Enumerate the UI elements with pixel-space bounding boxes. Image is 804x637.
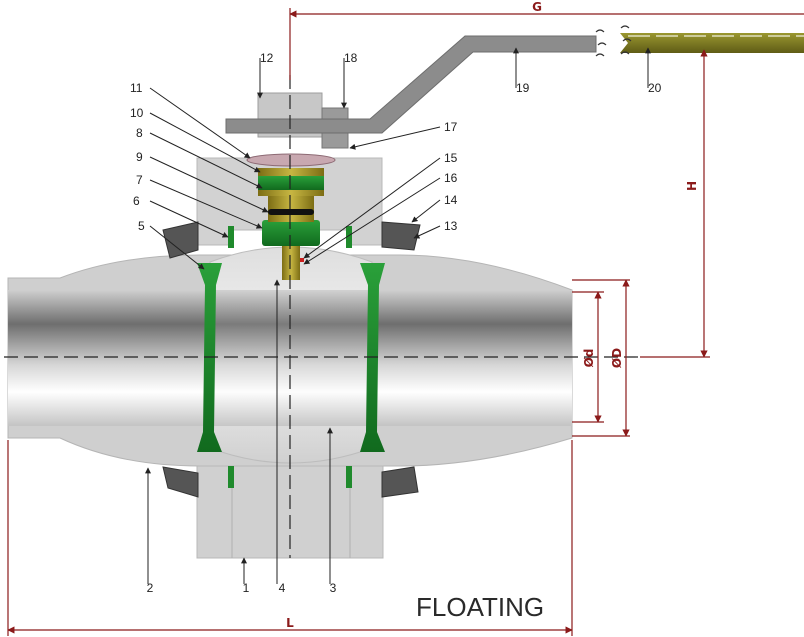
dim-label-g: G [532, 0, 542, 14]
callout-20: 20 [648, 81, 662, 95]
callout-4: 4 [279, 581, 286, 595]
callouts: 1 2 3 4 5 6 7 8 9 10 11 12 18 17 15 16 1… [130, 51, 662, 595]
callout-18: 18 [344, 51, 358, 65]
callout-2: 2 [147, 581, 154, 595]
callout-16: 16 [444, 171, 458, 185]
ball [209, 246, 373, 464]
dimension-labels: G H Ød ØD L [286, 0, 699, 630]
dimension-lines [7, 8, 804, 636]
callout-15: 15 [444, 151, 458, 165]
callout-1: 1 [243, 581, 250, 595]
callout-7: 7 [136, 173, 143, 187]
callout-17: 17 [444, 120, 458, 134]
callout-11: 11 [130, 81, 143, 95]
callout-14: 14 [444, 193, 458, 207]
dim-label-h: H [685, 181, 699, 191]
callout-5: 5 [138, 219, 145, 233]
body-bolts [162, 221, 421, 498]
callout-8: 8 [136, 126, 143, 140]
leader-lines [145, 47, 651, 584]
callout-13: 13 [444, 219, 458, 233]
center-lines [4, 75, 640, 558]
callout-3: 3 [330, 581, 337, 595]
callout-10: 10 [130, 106, 144, 120]
handle-lever [225, 25, 804, 134]
dim-label-d-inner: Ød [582, 349, 596, 368]
callout-6: 6 [133, 194, 140, 208]
diagram-title: FLOATING [416, 592, 544, 622]
callout-9: 9 [136, 150, 143, 164]
dim-label-d-outer: ØD [610, 348, 624, 368]
callout-12: 12 [260, 51, 274, 65]
dim-label-l: L [286, 616, 294, 630]
callout-19: 19 [516, 81, 530, 95]
